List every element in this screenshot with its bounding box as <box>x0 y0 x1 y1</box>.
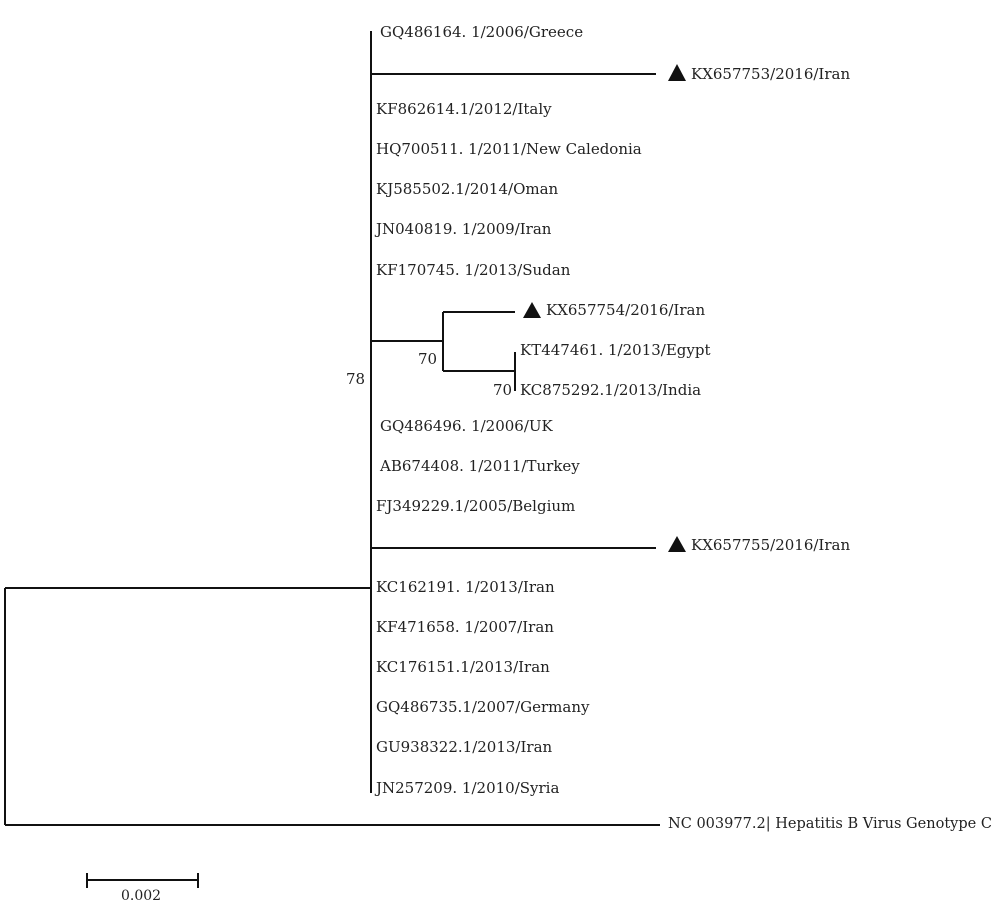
scale-bar-label: 0.002 <box>121 888 161 904</box>
taxon-label-marked: KX657753/2016/Iran <box>691 65 850 83</box>
bootstrap-value-egypt-india: 70 <box>493 381 512 399</box>
taxon-label: GU938322.1/2013/Iran <box>376 738 553 756</box>
taxon-label: KC162191. 1/2013/Iran <box>376 578 555 596</box>
filled-triangle-icon <box>523 302 541 318</box>
outgroup-label: NC 003977.2| Hepatitis B Virus Genotype … <box>668 814 992 832</box>
taxon-label: JN257209. 1/2010/Syria <box>374 779 559 797</box>
taxon-label: KC176151.1/2013/Iran <box>376 658 550 676</box>
taxon-label: KC875292.1/2013/India <box>520 381 701 399</box>
filled-triangle-icon <box>668 64 686 81</box>
taxon-label-marked: KX657754/2016/Iran <box>546 301 705 319</box>
taxon-label-marked: KX657755/2016/Iran <box>691 536 850 554</box>
taxon-label: GQ486164. 1/2006/Greece <box>380 23 583 41</box>
taxon-label: KF862614.1/2012/Italy <box>376 100 552 118</box>
taxon-label: KJ585502.1/2014/Oman <box>376 180 559 198</box>
taxon-label: KF170745. 1/2013/Sudan <box>376 261 571 279</box>
taxon-label: AB674408. 1/2011/Turkey <box>379 457 580 475</box>
taxon-label: GQ486735.1/2007/Germany <box>376 698 590 716</box>
taxon-label: HQ700511. 1/2011/New Caledonia <box>376 140 642 158</box>
taxon-label: GQ486496. 1/2006/UK <box>380 417 554 435</box>
taxon-label: KF471658. 1/2007/Iran <box>376 618 554 636</box>
filled-triangle-icon <box>668 536 686 552</box>
taxon-label: FJ349229.1/2005/Belgium <box>376 497 575 515</box>
bootstrap-value-subclade: 70 <box>418 350 437 368</box>
bootstrap-value-main: 78 <box>346 370 365 388</box>
taxon-label: KT447461. 1/2013/Egypt <box>520 341 711 359</box>
taxon-label: JN040819. 1/2009/Iran <box>374 220 552 238</box>
